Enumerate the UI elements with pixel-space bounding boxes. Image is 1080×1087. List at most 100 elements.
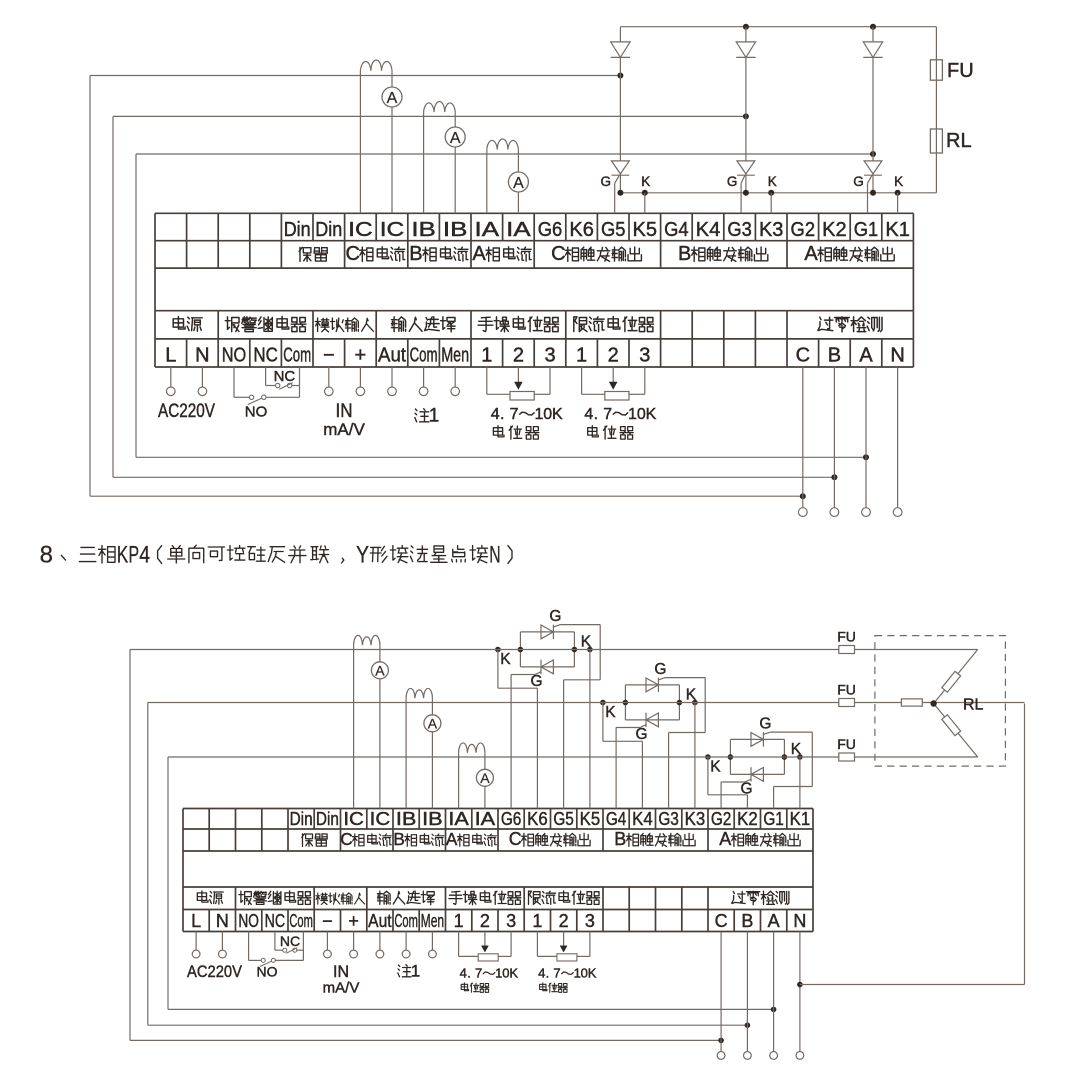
svg-text:C: C bbox=[509, 829, 522, 849]
svg-text:7: 7 bbox=[475, 966, 482, 981]
svg-text:mA/V: mA/V bbox=[323, 980, 360, 997]
svg-text:G3: G3 bbox=[658, 809, 679, 829]
svg-text:Din: Din bbox=[316, 809, 339, 829]
svg-text:G1: G1 bbox=[854, 219, 879, 241]
svg-text:G: G bbox=[727, 174, 738, 189]
svg-text:K4: K4 bbox=[696, 219, 721, 241]
svg-text:K: K bbox=[641, 174, 650, 189]
svg-text:4: 4 bbox=[538, 966, 545, 981]
svg-text:K: K bbox=[768, 174, 777, 189]
svg-text:.: . bbox=[546, 966, 550, 981]
svg-text:G6: G6 bbox=[501, 809, 522, 829]
svg-text:K: K bbox=[646, 406, 657, 423]
svg-text:1: 1 bbox=[576, 345, 587, 367]
svg-text:4: 4 bbox=[139, 541, 150, 568]
svg-text:K5: K5 bbox=[580, 809, 601, 829]
svg-text:A: A bbox=[450, 130, 461, 147]
svg-text:K5: K5 bbox=[633, 219, 658, 241]
svg-text:7: 7 bbox=[510, 406, 519, 423]
svg-text:K4: K4 bbox=[632, 809, 653, 829]
svg-text:K: K bbox=[710, 759, 721, 776]
svg-text:G6: G6 bbox=[538, 219, 563, 241]
svg-text:+: + bbox=[348, 911, 359, 931]
svg-text:3: 3 bbox=[544, 345, 555, 367]
svg-text:Y: Y bbox=[356, 541, 369, 568]
svg-text:4: 4 bbox=[491, 406, 500, 423]
svg-text:B: B bbox=[678, 243, 691, 265]
svg-text:NO: NO bbox=[238, 911, 259, 931]
svg-text:IA: IA bbox=[448, 809, 469, 829]
svg-text:RL: RL bbox=[946, 130, 972, 152]
svg-text:NC: NC bbox=[253, 345, 278, 367]
svg-text:8: 8 bbox=[40, 541, 53, 568]
svg-text:IA: IA bbox=[506, 219, 531, 241]
svg-text:K2: K2 bbox=[822, 219, 847, 241]
svg-text:0: 0 bbox=[502, 966, 509, 981]
svg-text:IA: IA bbox=[475, 809, 496, 829]
svg-text:A: A bbox=[804, 243, 818, 265]
svg-text:3: 3 bbox=[506, 911, 516, 931]
svg-text:IA: IA bbox=[475, 219, 500, 241]
svg-text:K1: K1 bbox=[885, 219, 910, 241]
svg-text:A: A bbox=[472, 243, 486, 265]
svg-text:G5: G5 bbox=[553, 809, 574, 829]
svg-text:mA/V: mA/V bbox=[323, 420, 365, 439]
svg-text:2: 2 bbox=[513, 345, 524, 367]
svg-text:A: A bbox=[480, 770, 490, 786]
svg-text:K: K bbox=[117, 541, 129, 568]
svg-text:G: G bbox=[530, 673, 542, 690]
svg-text:A: A bbox=[513, 175, 524, 192]
svg-text:Aut: Aut bbox=[378, 345, 406, 367]
svg-text:K: K bbox=[500, 651, 511, 668]
svg-text:A: A bbox=[428, 715, 438, 731]
svg-text:7: 7 bbox=[603, 406, 612, 423]
svg-text:N: N bbox=[216, 911, 229, 931]
svg-text:G4: G4 bbox=[664, 219, 689, 241]
svg-text:NO: NO bbox=[222, 345, 247, 367]
svg-text:G2: G2 bbox=[791, 219, 816, 241]
svg-text:IC: IC bbox=[343, 809, 364, 829]
svg-text:L: L bbox=[165, 345, 176, 367]
svg-text:G: G bbox=[549, 608, 561, 625]
svg-text:K1: K1 bbox=[790, 809, 811, 829]
svg-text:G3: G3 bbox=[727, 219, 752, 241]
svg-text:Din: Din bbox=[290, 809, 313, 829]
svg-text:3: 3 bbox=[585, 911, 595, 931]
svg-text:K3: K3 bbox=[685, 809, 706, 829]
svg-text:G: G bbox=[759, 715, 771, 732]
svg-text:IN: IN bbox=[333, 962, 349, 981]
svg-text:K: K bbox=[894, 174, 903, 189]
svg-text:A: A bbox=[768, 911, 780, 931]
svg-text:G2: G2 bbox=[711, 809, 732, 829]
svg-text:IB: IB bbox=[443, 219, 468, 241]
svg-text:1: 1 bbox=[534, 406, 543, 423]
svg-text:C: C bbox=[345, 243, 359, 265]
svg-text:C: C bbox=[796, 345, 810, 367]
svg-text:2: 2 bbox=[608, 345, 619, 367]
svg-text:+: + bbox=[355, 345, 367, 367]
svg-text:C: C bbox=[340, 829, 352, 849]
svg-text:K: K bbox=[552, 406, 563, 423]
svg-text:FU: FU bbox=[947, 60, 974, 82]
svg-text:IC: IC bbox=[348, 219, 373, 241]
svg-text:IC: IC bbox=[370, 809, 391, 829]
svg-text:1: 1 bbox=[574, 966, 581, 981]
svg-text:NO: NO bbox=[257, 964, 278, 980]
svg-text:A: A bbox=[375, 662, 385, 678]
svg-text:C: C bbox=[715, 911, 728, 931]
svg-text:1: 1 bbox=[532, 911, 542, 931]
svg-text:C: C bbox=[551, 243, 565, 265]
svg-text:.: . bbox=[500, 406, 504, 423]
svg-text:NC: NC bbox=[280, 933, 300, 949]
svg-text:N: N bbox=[489, 541, 500, 568]
svg-text:0: 0 bbox=[581, 966, 588, 981]
svg-text:B: B bbox=[393, 829, 404, 849]
svg-text:Com: Com bbox=[289, 911, 313, 931]
svg-text:K: K bbox=[588, 966, 597, 981]
svg-text:K6: K6 bbox=[527, 809, 548, 829]
svg-text:G4: G4 bbox=[606, 809, 627, 829]
svg-text:FU: FU bbox=[837, 736, 856, 752]
svg-text:.: . bbox=[594, 406, 598, 423]
svg-text:K: K bbox=[605, 704, 616, 721]
svg-text:4: 4 bbox=[460, 966, 467, 981]
